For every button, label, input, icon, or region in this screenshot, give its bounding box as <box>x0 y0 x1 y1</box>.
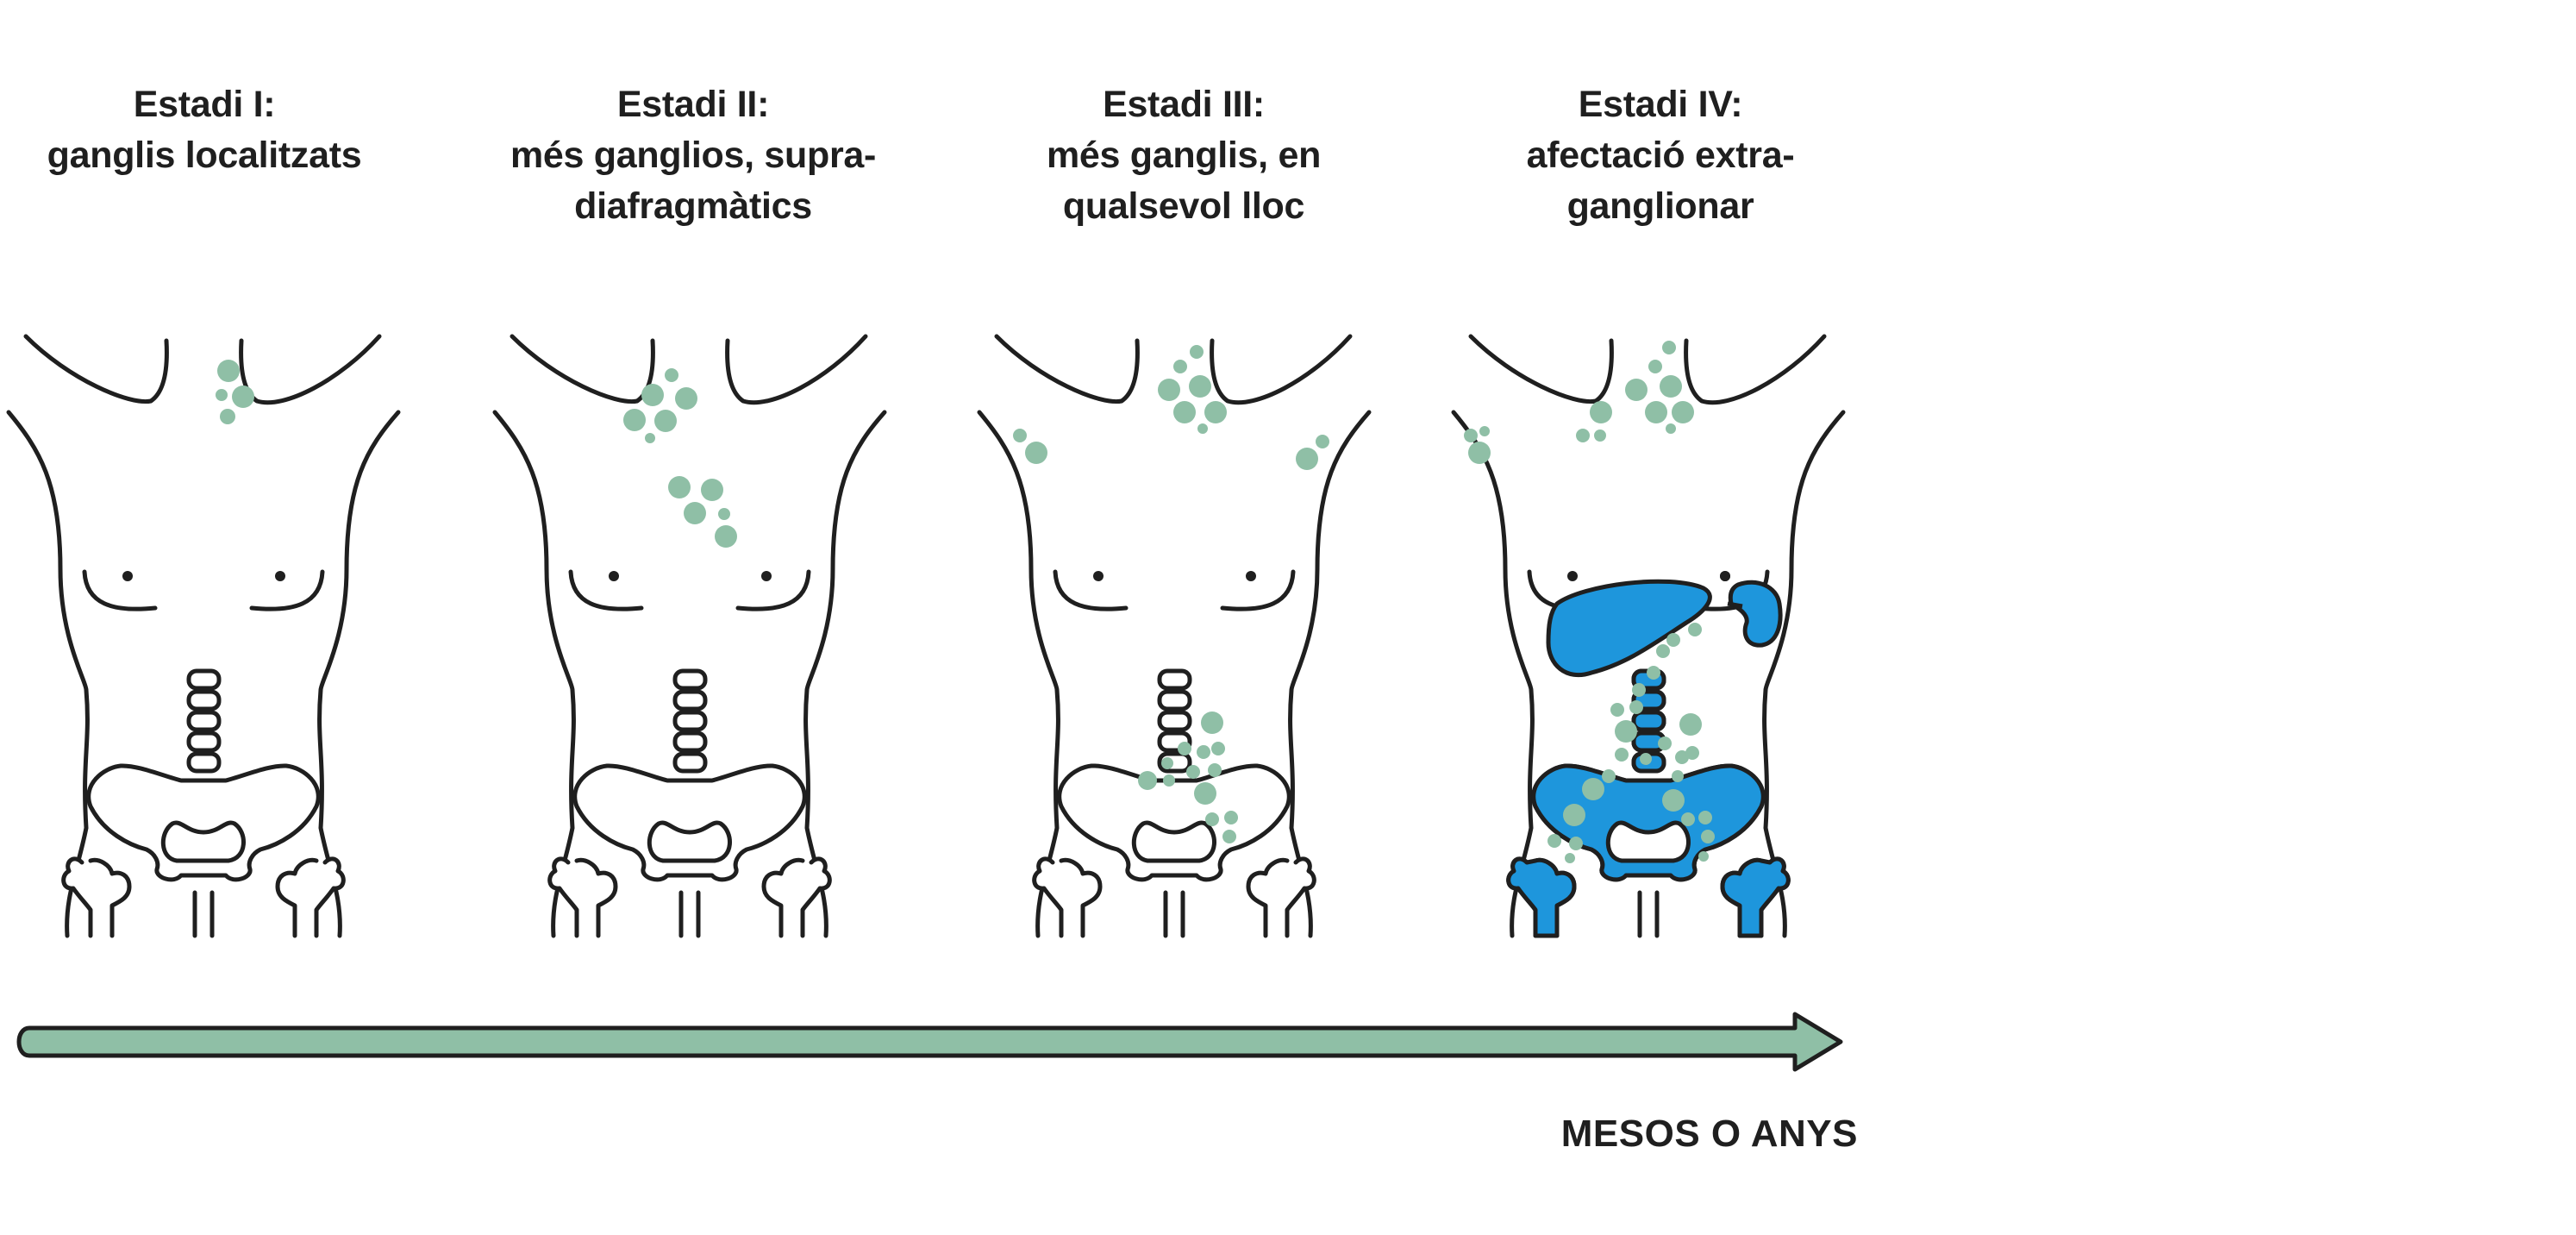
stage-1-lymph-nodes <box>216 360 254 424</box>
stage-2-title-line2: més ganglios, supra- <box>510 135 877 176</box>
stage-4-title-line1: Estadi IV: <box>1578 84 1743 125</box>
stage-2-body <box>495 336 885 936</box>
stage-2-title-line1: Estadi II: <box>616 84 770 125</box>
femur-left-affected <box>1506 856 1577 938</box>
stage-4-lymph-nodes <box>1464 341 1715 863</box>
stage-1-title: Estadi I: ganglis localitzats <box>0 79 428 181</box>
stage-3-body <box>979 336 1369 936</box>
stage-3-title-line1: Estadi III: <box>1103 84 1265 125</box>
stage-1-title-line2: ganglis localitzats <box>47 135 362 176</box>
stage-3-title: Estadi III: més ganglis, en qualsevol ll… <box>960 79 1408 232</box>
stage-4-title-line3: ganglionar <box>1566 185 1754 227</box>
stage-4-title-line2: afectació extra- <box>1526 135 1795 176</box>
femur-right-affected <box>1720 856 1791 938</box>
stage-2-title: Estadi II: més ganglios, supra- diafragm… <box>469 79 917 232</box>
stage-3-title-line3: qualsevol lloc <box>1062 185 1305 227</box>
stage-4-title: Estadi IV: afectació extra- ganglionar <box>1436 79 1885 232</box>
liver-shape <box>1546 579 1712 678</box>
stage-1-title-line1: Estadi I: <box>133 84 276 125</box>
timeline-label: MESOS O ANYS <box>1560 1113 1858 1155</box>
stage-3-lymph-nodes <box>1013 345 1329 843</box>
spleen-shape <box>1728 580 1783 648</box>
stage-2-title-line3: diafragmàtics <box>574 185 812 227</box>
timeline-arrow <box>16 1012 1843 1072</box>
stage-1-body <box>9 336 398 936</box>
stage-4-body <box>1454 336 1843 938</box>
stage-2-lymph-nodes <box>623 368 737 548</box>
stage-3-title-line2: més ganglis, en <box>1046 135 1322 176</box>
vertebra-affected-3 <box>1631 710 1666 732</box>
